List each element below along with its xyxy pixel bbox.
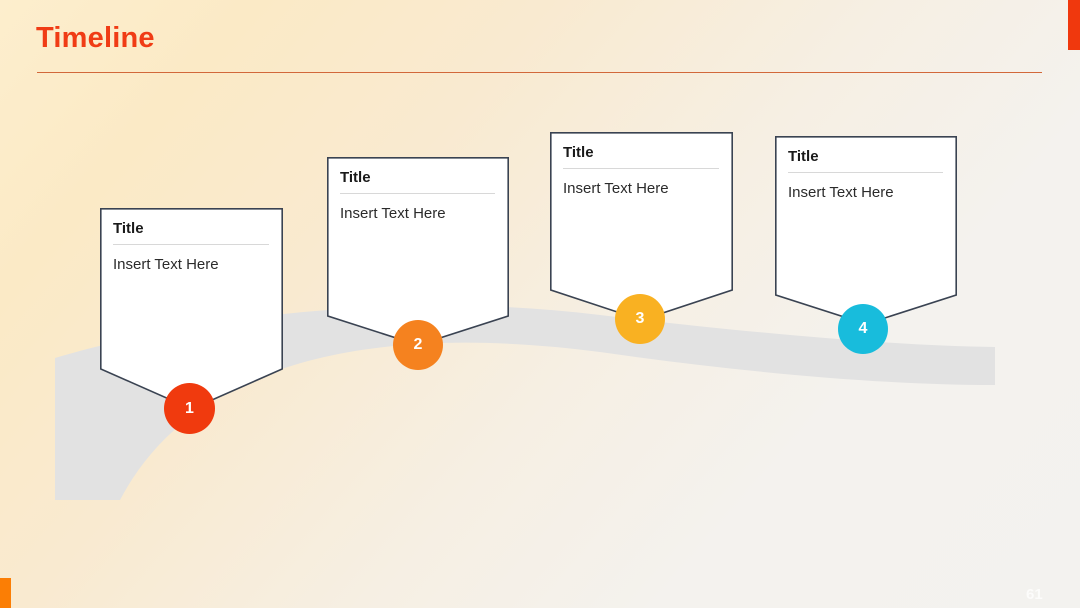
title-divider xyxy=(37,72,1042,73)
milestone-badge-number-1: 1 xyxy=(185,399,194,417)
card-content-1: Title Insert Text Here xyxy=(100,208,283,275)
milestone-badge-3[interactable]: 3 xyxy=(615,294,665,344)
milestone-badge-number-3: 3 xyxy=(635,310,645,327)
milestone-badge-number-4: 4 xyxy=(858,320,868,337)
card-divider-3 xyxy=(563,168,719,169)
card-body-3: Insert Text Here xyxy=(563,180,669,197)
card-content-2: Title Insert Text Here xyxy=(327,157,509,224)
milestone-badge-1[interactable]: 1 xyxy=(164,383,215,434)
accent-bar-bottom-left xyxy=(0,578,11,608)
card-banner-shape-1 xyxy=(100,208,283,410)
page-title: Timeline xyxy=(36,22,155,54)
milestone-card-1[interactable]: Title Insert Text Here xyxy=(100,208,283,410)
milestone-badge-2[interactable]: 2 xyxy=(393,320,443,370)
card-title-4: Title xyxy=(788,148,819,165)
card-banner-shape-4 xyxy=(775,136,957,325)
page-number: 61 xyxy=(1026,586,1043,603)
card-title-1: Title xyxy=(113,220,144,237)
milestone-card-4[interactable]: Title Insert Text Here xyxy=(775,136,957,325)
milestone-card-3[interactable]: Title Insert Text Here xyxy=(550,132,733,321)
card-body-2: Insert Text Here xyxy=(340,205,446,222)
card-banner-shape-2 xyxy=(327,157,509,346)
card-banner-shape-3 xyxy=(550,132,733,321)
card-divider-2 xyxy=(340,193,495,194)
card-title-3: Title xyxy=(563,144,594,161)
card-divider-4 xyxy=(788,172,943,173)
milestone-badge-4[interactable]: 4 xyxy=(838,304,888,354)
card-content-3: Title Insert Text Here xyxy=(550,132,733,199)
card-content-4: Title Insert Text Here xyxy=(775,136,957,203)
accent-bar-top-right xyxy=(1068,0,1080,50)
card-body-4: Insert Text Here xyxy=(788,184,894,201)
milestone-card-2[interactable]: Title Insert Text Here xyxy=(327,157,509,346)
card-body-1: Insert Text Here xyxy=(113,256,219,273)
card-title-2: Title xyxy=(340,169,371,186)
card-divider-1 xyxy=(113,244,269,245)
milestone-badge-number-2: 2 xyxy=(413,336,423,353)
